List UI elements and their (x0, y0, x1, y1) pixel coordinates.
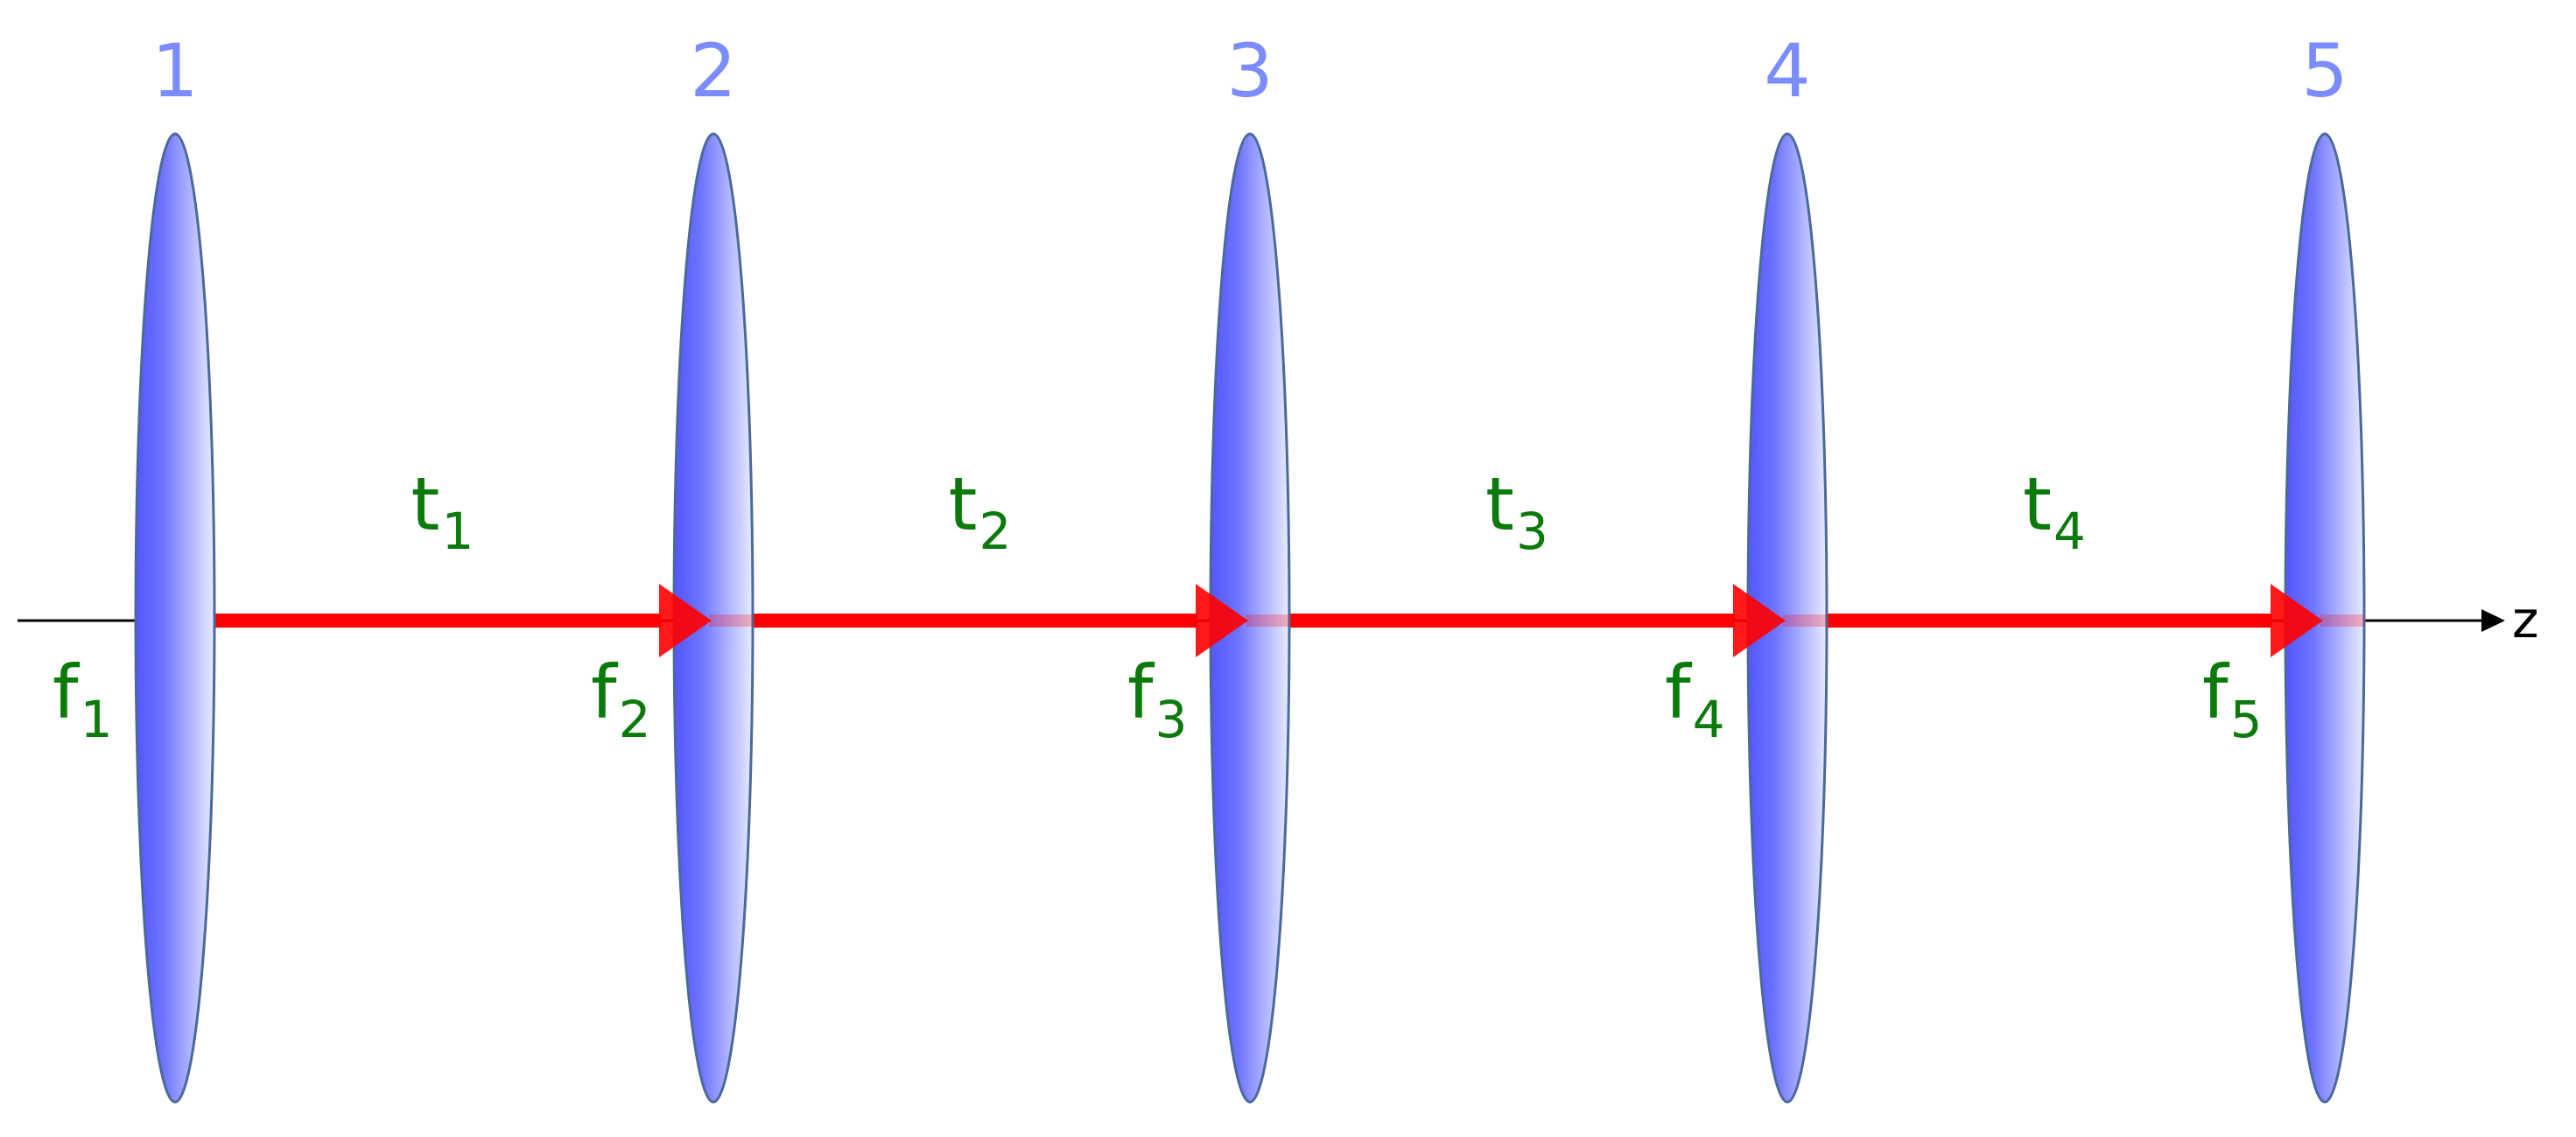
axis-label: z (2512, 590, 2538, 649)
focal-length-label: f4 (1665, 649, 1724, 749)
lens-number-label: 4 (1764, 28, 1810, 114)
separation-label: t1 (411, 461, 474, 561)
beam-through-lens (1783, 614, 1827, 627)
lens-layer (134, 132, 2366, 1104)
beam-through-lens (709, 614, 753, 627)
beam-segment-1 (179, 614, 661, 628)
focal-length-label: f1 (53, 649, 112, 749)
beam-arrow-layer (659, 584, 2364, 657)
label-layer: 1 2 3 4 5 f1 f2 f3 f4 f5 t1 t2 t3 t4 (53, 28, 2348, 749)
lens-icon (134, 132, 216, 1104)
beam-through-lens (2320, 614, 2364, 627)
beam-segment-2 (718, 614, 1197, 628)
focal-length-label: f5 (2202, 649, 2262, 749)
arrow-right-icon (2481, 609, 2505, 632)
beam-segment-4 (1792, 614, 2272, 628)
arrow-right-icon (1733, 584, 1786, 657)
separation-label: t3 (1485, 461, 1548, 561)
arrow-right-icon (659, 584, 712, 657)
lens-number-label: 1 (151, 28, 198, 114)
lens-number-label: 2 (690, 28, 736, 114)
separation-label: t2 (949, 461, 1012, 561)
lens-number-label: 3 (1226, 28, 1273, 114)
focal-length-label: f2 (591, 649, 650, 749)
lens-number-label: 5 (2301, 28, 2348, 114)
focal-length-label: f3 (1127, 649, 1187, 749)
separation-label: t4 (2023, 461, 2086, 561)
beam-layer (179, 614, 2272, 628)
beam-segment-3 (1254, 614, 1735, 628)
arrow-right-icon (1196, 584, 1248, 657)
arrow-right-icon (2271, 584, 2323, 657)
beam-through-lens (1246, 614, 1289, 627)
